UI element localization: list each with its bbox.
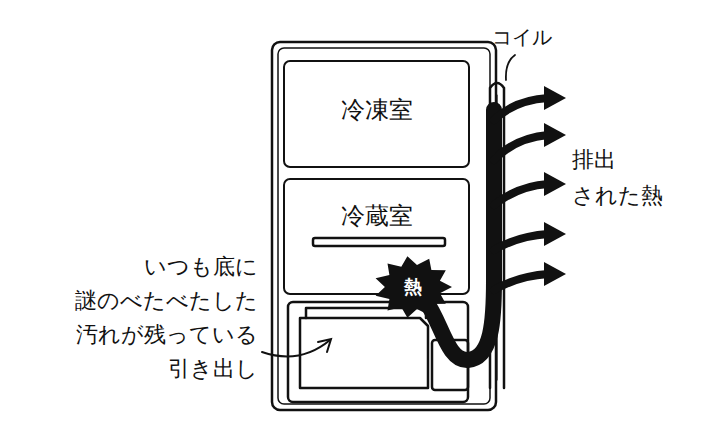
fridge-outline <box>272 42 496 410</box>
heat-flow <box>405 86 566 360</box>
heat-branch <box>494 184 548 205</box>
drawer-caption: いつも底に 謎のべたべたした 汚れが残っている 引き出し <box>22 250 258 386</box>
node-text: 冷蔵室 <box>341 200 413 232</box>
part-label: コイル <box>492 24 602 50</box>
arrowhead <box>544 262 566 286</box>
drawer-leader <box>262 339 331 356</box>
arrowhead <box>544 86 566 110</box>
freezer-door: 冷凍室 <box>283 60 470 168</box>
leader-arrowhead <box>318 339 331 352</box>
fridge-door: 冷蔵室 <box>283 178 470 295</box>
drawer <box>300 318 428 388</box>
door-handle <box>313 238 445 246</box>
heat-trunk <box>405 110 494 360</box>
heat-blob: 熱 <box>388 268 438 306</box>
heat-branch <box>494 98 548 120</box>
arrowhead <box>544 222 566 246</box>
node-text: 熱 <box>404 275 422 299</box>
heat-blob-fill <box>376 256 452 317</box>
node-text: 冷凍室 <box>341 94 413 126</box>
fridge-body <box>272 42 496 410</box>
heat-branch <box>494 135 548 160</box>
leader-line <box>262 340 330 356</box>
arrowhead <box>544 172 566 196</box>
heat-branch <box>494 274 548 290</box>
heat-branch <box>494 234 548 250</box>
heat-label: 排出 された熱 <box>572 142 672 214</box>
arrowhead <box>544 123 566 147</box>
coil-leader <box>506 55 515 80</box>
